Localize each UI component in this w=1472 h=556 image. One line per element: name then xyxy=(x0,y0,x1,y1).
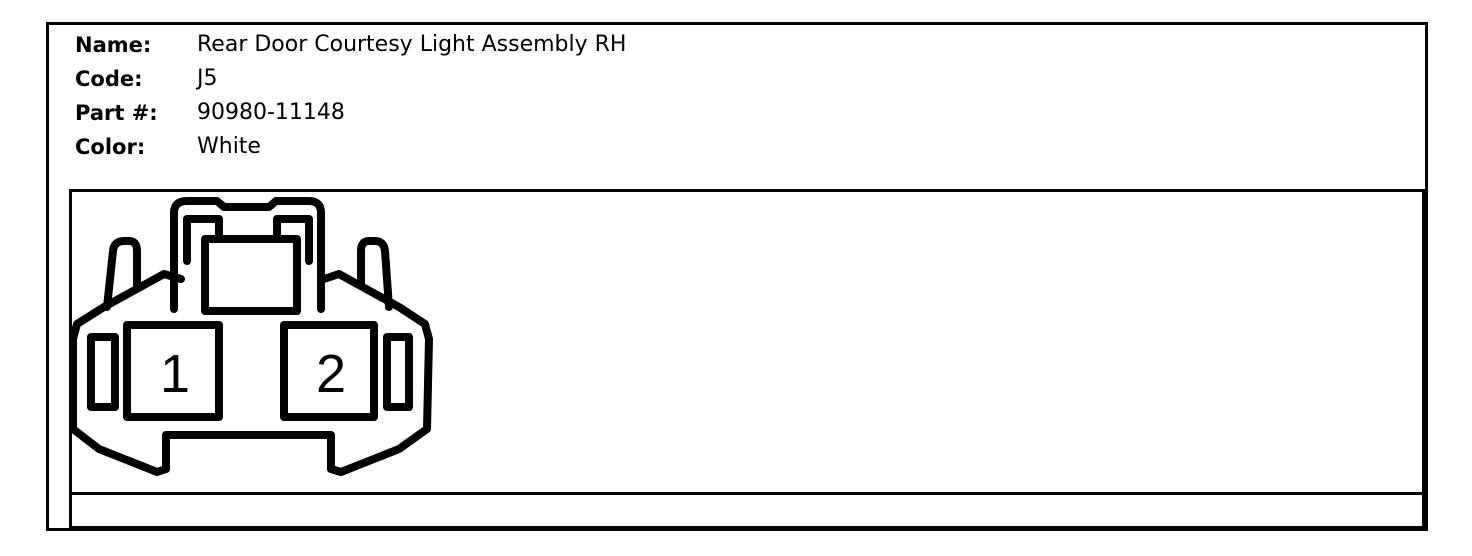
code-label: Code: xyxy=(75,67,143,91)
top-latch-inner-right xyxy=(273,215,313,265)
left-ear xyxy=(103,237,141,311)
left-lock-tab xyxy=(87,333,119,411)
name-value: Rear Door Courtesy Light Assembly RH xyxy=(197,32,627,57)
code-value: J5 xyxy=(197,66,218,91)
right-ear xyxy=(357,237,393,311)
color-value: White xyxy=(197,134,261,159)
top-latch-inner-left xyxy=(183,215,223,265)
name-label: Name: xyxy=(75,33,152,57)
diagram-divider xyxy=(72,492,1422,495)
pin-cavity-1 xyxy=(123,321,223,421)
connector-face-diagram: 1 2 xyxy=(69,197,433,476)
right-lock-tab xyxy=(383,333,413,411)
top-latch-inner xyxy=(201,235,301,315)
pin-label-1: 1 xyxy=(160,344,190,404)
part-label: Part #: xyxy=(75,101,158,125)
pin-label-2: 2 xyxy=(316,344,346,404)
pin-cavity-2 xyxy=(280,321,378,421)
color-label: Color: xyxy=(75,135,146,159)
connector-info-frame xyxy=(46,22,1428,531)
connector-housing-outline xyxy=(69,270,433,476)
top-latch-outline xyxy=(170,197,325,313)
part-value: 90980-11148 xyxy=(197,100,345,125)
